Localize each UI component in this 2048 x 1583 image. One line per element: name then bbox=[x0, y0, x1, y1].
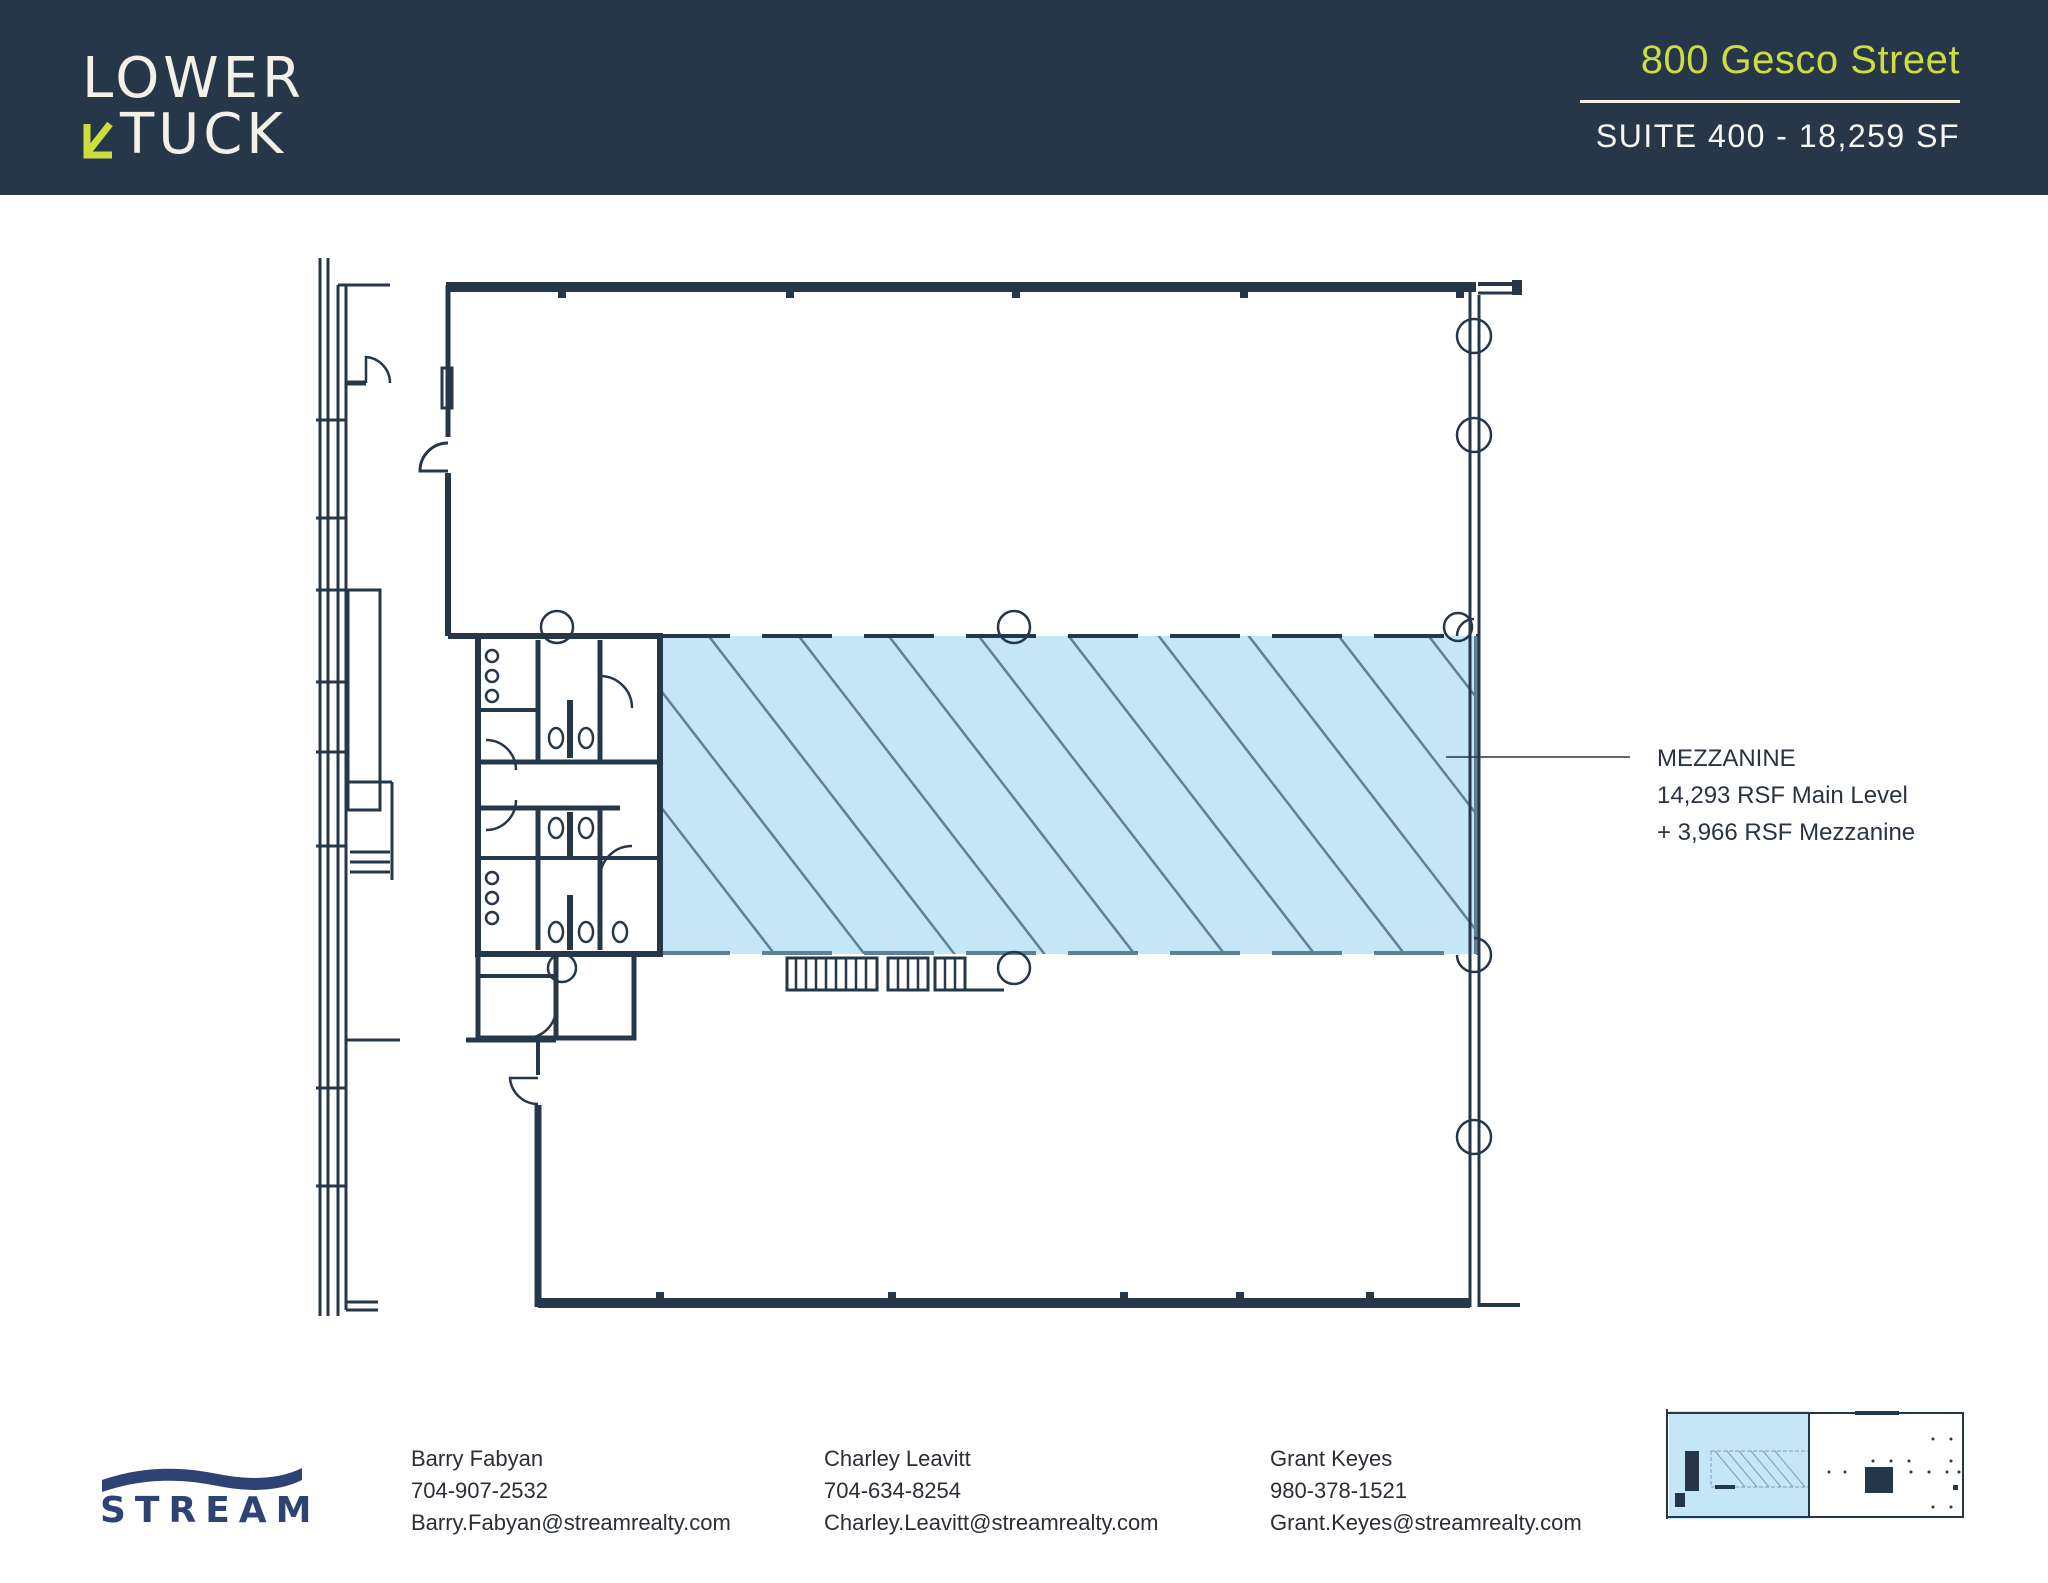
contact-name: Barry Fabyan bbox=[411, 1446, 544, 1471]
walls bbox=[316, 258, 1522, 1316]
suite-info: SUITE 400 - 18,259 SF bbox=[1595, 118, 1960, 154]
contact-card: Charley Leavitt 704-634-8254 Charley.Lea… bbox=[824, 1443, 1159, 1539]
contact-card: Grant Keyes 980-378-1521 Grant.Keyes@str… bbox=[1270, 1443, 1582, 1539]
contact-card: Barry Fabyan 704-907-2532 Barry.Fabyan@s… bbox=[411, 1443, 731, 1539]
key-plan-thumbnail bbox=[1666, 1409, 1964, 1519]
contact-phone[interactable]: 704-634-8254 bbox=[824, 1478, 962, 1503]
header-banner: LOWER TUCK 800 Gesco Street SUITE 400 - … bbox=[0, 0, 2048, 195]
contact-email[interactable]: Grant.Keyes@streamrealty.com bbox=[1270, 1510, 1582, 1535]
lower-tuck-logo: LOWER TUCK bbox=[82, 46, 305, 167]
stream-logo-text: STREAM bbox=[100, 1490, 321, 1531]
property-address: 800 Gesco Street bbox=[1640, 38, 1960, 82]
callout-title: MEZZANINE bbox=[1657, 745, 1796, 772]
mezzanine-callout: MEZZANINE 14,293 RSF Main Level + 3,966 … bbox=[1657, 740, 1915, 851]
stairs bbox=[785, 956, 1004, 992]
callout-mezzanine-area: + 3,966 RSF Mezzanine bbox=[1657, 819, 1916, 846]
arrow-down-left-icon bbox=[83, 121, 113, 159]
contact-name: Charley Leavitt bbox=[824, 1446, 971, 1471]
contact-email[interactable]: Charley.Leavitt@streamrealty.com bbox=[824, 1510, 1159, 1535]
contact-name: Grant Keyes bbox=[1270, 1446, 1393, 1471]
contact-email[interactable]: Barry.Fabyan@streamrealty.com bbox=[411, 1510, 731, 1535]
mezzanine-area bbox=[660, 634, 1478, 955]
contact-phone[interactable]: 980-378-1521 bbox=[1270, 1478, 1408, 1503]
contact-phone[interactable]: 704-907-2532 bbox=[411, 1478, 549, 1503]
callout-main-level: 14,293 RSF Main Level bbox=[1657, 782, 1908, 809]
wave-icon bbox=[102, 1468, 302, 1492]
left-corridor bbox=[316, 258, 400, 1316]
brand-line-2: TUCK bbox=[120, 102, 288, 167]
header-divider bbox=[1580, 100, 1960, 103]
brand-line-1: LOWER bbox=[82, 46, 305, 111]
